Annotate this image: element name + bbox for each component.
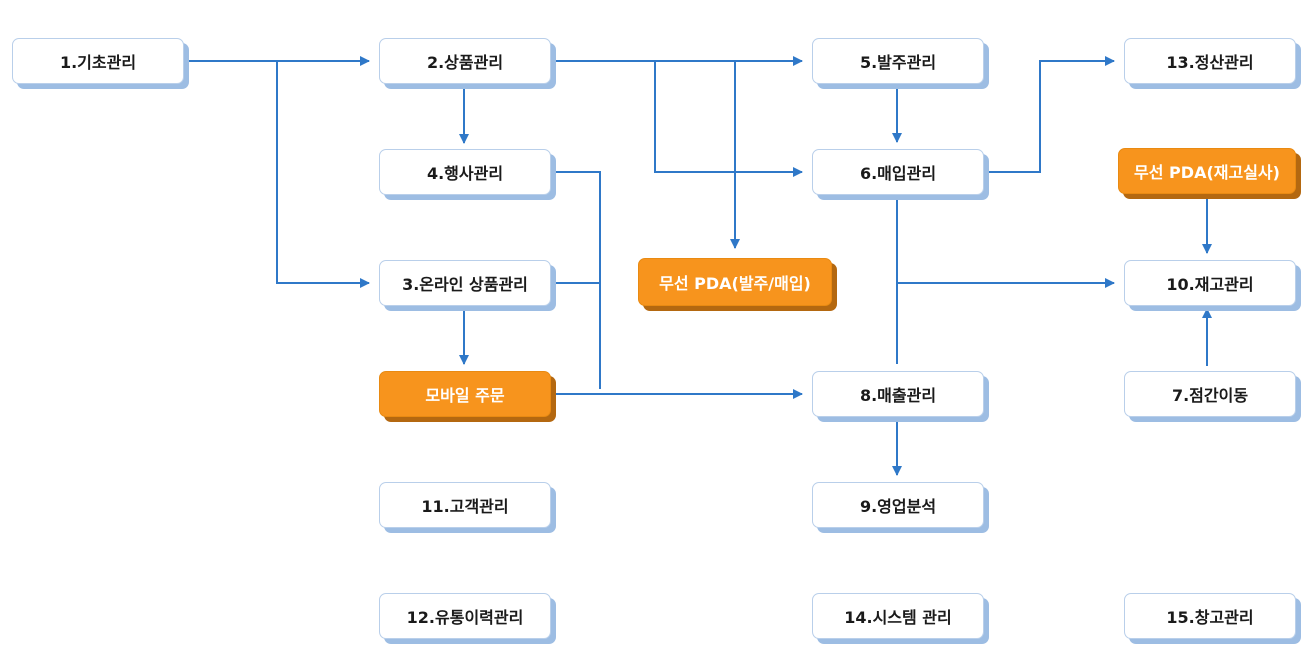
node-warehouse-management[interactable]: 15.창고관리 xyxy=(1124,593,1296,639)
node-distribution-history[interactable]: 12.유통이력관리 xyxy=(379,593,551,639)
node-basic-management[interactable]: 1.기초관리 xyxy=(12,38,184,84)
node-settlement-management[interactable]: 13.정산관리 xyxy=(1124,38,1296,84)
node-sales-management[interactable]: 8.매출관리 xyxy=(812,371,984,417)
node-pda-stock-check[interactable]: 무선 PDA(재고실사) xyxy=(1118,148,1296,194)
node-mobile-order[interactable]: 모바일 주문 xyxy=(379,371,551,417)
connector-basic-to-online xyxy=(276,61,370,288)
node-online-product-management[interactable]: 3.온라인 상품관리 xyxy=(379,260,551,306)
connector-purchase-to-settlement xyxy=(986,56,1115,173)
node-event-management[interactable]: 4.행사관리 xyxy=(379,149,551,195)
node-product-management[interactable]: 2.상품관리 xyxy=(379,38,551,84)
node-pda-order-purchase[interactable]: 무선 PDA(발주/매입) xyxy=(638,258,832,306)
node-inventory-management[interactable]: 10.재고관리 xyxy=(1124,260,1296,306)
node-sales-analysis[interactable]: 9.영업분석 xyxy=(812,482,984,528)
node-order-management[interactable]: 5.발주관리 xyxy=(812,38,984,84)
node-system-management[interactable]: 14.시스템 관리 xyxy=(812,593,984,639)
node-purchase-management[interactable]: 6.매입관리 xyxy=(812,149,984,195)
connector-product-to-purchase xyxy=(654,61,803,177)
node-customer-management[interactable]: 11.고객관리 xyxy=(379,482,551,528)
node-store-transfer[interactable]: 7.점간이동 xyxy=(1124,371,1296,417)
connector-event-to-bus xyxy=(553,171,601,389)
